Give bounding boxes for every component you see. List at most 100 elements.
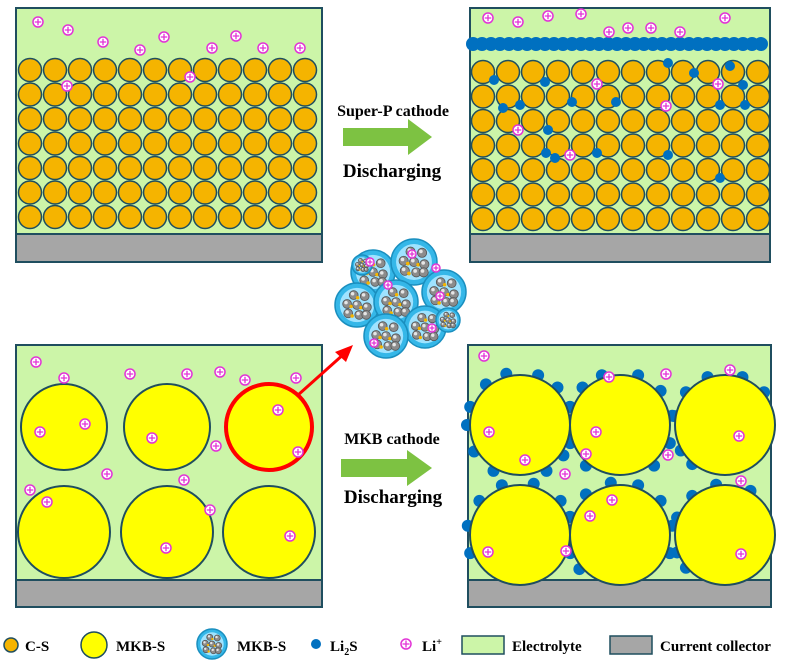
current-collector bbox=[15, 579, 323, 608]
li-ion bbox=[230, 30, 242, 42]
cs-particle bbox=[645, 157, 671, 183]
cs-particle bbox=[167, 180, 193, 205]
cs-particle bbox=[720, 157, 746, 183]
cs-particle bbox=[620, 182, 646, 207]
cs-particle bbox=[42, 131, 68, 156]
cs-particle bbox=[595, 206, 621, 232]
cs-particle bbox=[495, 182, 521, 207]
cs-particle bbox=[620, 157, 646, 183]
li2s-particle bbox=[663, 150, 673, 160]
li-ion bbox=[591, 78, 603, 90]
li-ion bbox=[30, 356, 42, 368]
li2s-particle bbox=[567, 97, 577, 107]
cs-particle bbox=[570, 59, 596, 85]
cs-particle bbox=[142, 204, 168, 230]
cs-particle bbox=[595, 133, 621, 158]
legend-item-mkb-s: MKB-S bbox=[80, 631, 165, 659]
cs-particle bbox=[595, 108, 621, 134]
li-ion bbox=[482, 12, 494, 24]
li-ion bbox=[712, 78, 724, 90]
cs-particle bbox=[192, 180, 218, 205]
mkb-particle bbox=[569, 484, 671, 586]
li2s-particle bbox=[541, 148, 551, 158]
li2s-surface-layer bbox=[466, 37, 768, 51]
cs-particle bbox=[695, 206, 721, 232]
porous-particle-cluster-icon bbox=[196, 628, 228, 660]
cs-particle bbox=[570, 157, 596, 183]
cs-particle bbox=[470, 108, 496, 134]
li-ion bbox=[24, 484, 36, 496]
cs-particle bbox=[167, 131, 193, 156]
cs-particle bbox=[17, 57, 43, 83]
cs-particle bbox=[267, 82, 293, 107]
cs-particle bbox=[167, 82, 193, 107]
cs-particle bbox=[470, 133, 496, 158]
cs-particle bbox=[645, 133, 671, 158]
cs-particle bbox=[620, 108, 646, 134]
cs-particle bbox=[570, 182, 596, 207]
cs-particle bbox=[695, 133, 721, 158]
cs-particle bbox=[17, 82, 43, 107]
cs-particle bbox=[242, 204, 268, 230]
cs-particle bbox=[745, 59, 771, 85]
cs-particle bbox=[470, 59, 496, 85]
gray-box-icon bbox=[609, 635, 653, 655]
li-ion bbox=[575, 8, 587, 20]
cs-particle bbox=[745, 108, 771, 134]
mkb-particle bbox=[469, 484, 571, 586]
li-ion bbox=[369, 338, 379, 348]
cs-particle bbox=[570, 206, 596, 232]
li-ion bbox=[603, 26, 615, 38]
cs-particle bbox=[217, 131, 243, 156]
li-ion bbox=[622, 22, 634, 34]
li2s-particle bbox=[738, 80, 748, 90]
li-ion bbox=[32, 16, 44, 28]
cs-particle bbox=[720, 182, 746, 207]
cs-particle bbox=[292, 57, 318, 83]
li-ion bbox=[294, 42, 306, 54]
li-ion bbox=[580, 448, 592, 460]
large-yellow-particle-icon bbox=[80, 631, 108, 659]
cs-particle bbox=[42, 180, 68, 205]
cs-particle bbox=[520, 206, 546, 232]
cs-particle bbox=[545, 108, 571, 134]
li-ion bbox=[290, 372, 302, 384]
superp-cathode-label: Super-P cathode bbox=[337, 103, 449, 120]
li-ion-layer bbox=[478, 350, 747, 560]
cs-particle bbox=[520, 108, 546, 134]
cs-particle bbox=[745, 133, 771, 158]
li-ion bbox=[214, 366, 226, 378]
discharging-label-bottom: Discharging bbox=[344, 487, 443, 508]
cs-particle bbox=[42, 155, 68, 181]
cs-particle bbox=[17, 204, 43, 230]
li2s-particle bbox=[611, 97, 621, 107]
cs-particle bbox=[117, 57, 143, 83]
mkb-cathode-label: MKB cathode bbox=[344, 431, 440, 448]
cs-particle bbox=[267, 204, 293, 230]
cs-particle bbox=[242, 155, 268, 181]
mkb-particle bbox=[17, 485, 111, 579]
li-ion bbox=[427, 323, 437, 333]
cs-particle bbox=[142, 106, 168, 132]
li2s-particle bbox=[550, 153, 560, 163]
li-ion bbox=[124, 368, 136, 380]
cs-particle bbox=[142, 131, 168, 156]
li-ion bbox=[146, 432, 158, 444]
mkb-particle bbox=[674, 374, 776, 476]
cs-particle bbox=[620, 206, 646, 232]
cs-particle bbox=[695, 157, 721, 183]
cs-particle bbox=[470, 157, 496, 183]
cs-particle bbox=[242, 106, 268, 132]
li-ion bbox=[512, 124, 524, 136]
li2s-particle bbox=[725, 61, 735, 71]
cs-particle bbox=[720, 108, 746, 134]
cs-particle bbox=[142, 57, 168, 83]
green-box-icon bbox=[461, 635, 505, 655]
cs-particle-layer bbox=[470, 59, 771, 232]
panel-superp-after bbox=[466, 7, 771, 263]
li-ion bbox=[34, 426, 46, 438]
panel-mkb-after bbox=[461, 344, 776, 608]
li-ion bbox=[559, 468, 571, 480]
cs-particle bbox=[495, 206, 521, 232]
cs-particle bbox=[92, 204, 118, 230]
